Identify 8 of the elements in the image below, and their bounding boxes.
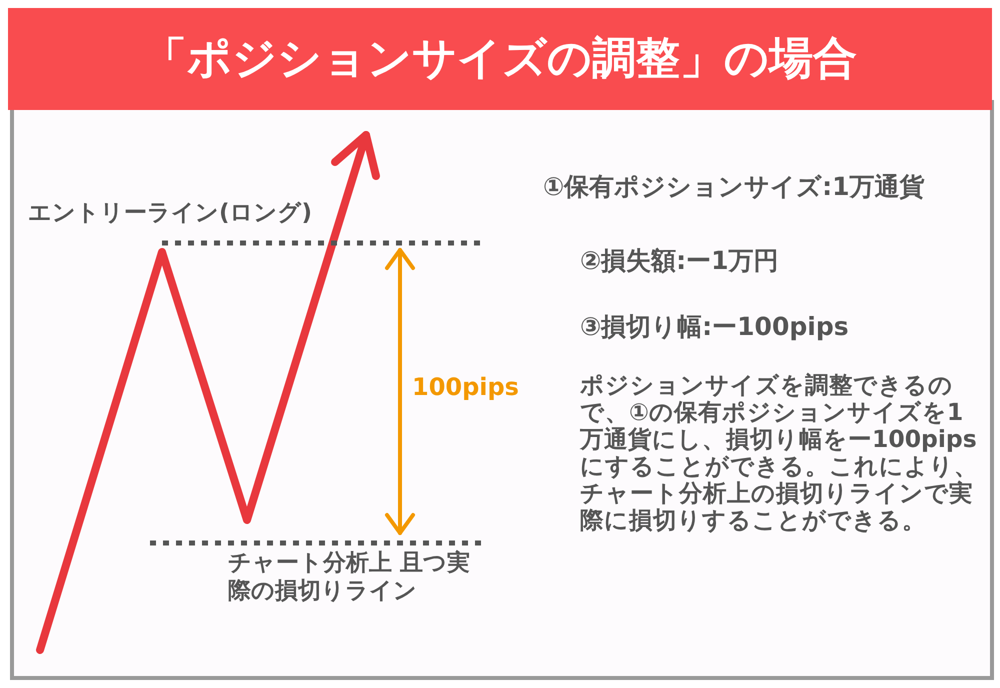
title-banner: 「ポジションサイズの調整」の場合 [8,8,992,110]
explanation-text: ポジションサイズを調整できるので、①の保有ポジションサイズを1万通貨にし、損切り幅をー100pipsにすることができる。これにより、チャート分析上の損切りラインで実際に損切りすることができる。 [580,372,979,534]
info-text: ③損切り幅:ー100pips [580,312,850,342]
info-text: ①保有ポジションサイズ:1万通貨 [543,172,926,202]
dimension-label: 100pips [412,373,520,402]
line-label: エントリーライン(ロング) [28,200,314,228]
info-text: ②損失額:ー1万円 [580,246,780,276]
line-label: チャート分析上 且つ実際の損切りライン [228,550,472,606]
